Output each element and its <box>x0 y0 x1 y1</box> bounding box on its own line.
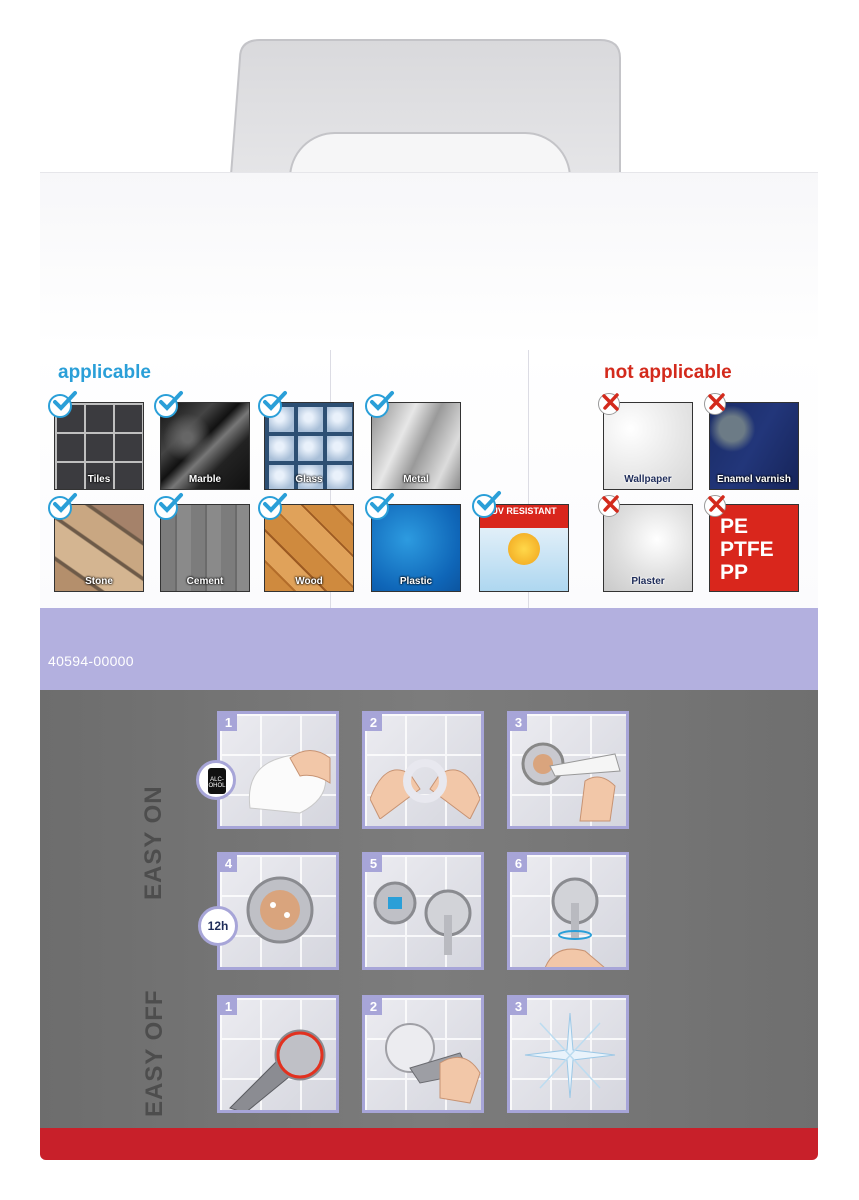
check-icon <box>365 391 394 418</box>
surface-tile-glass: Glass <box>264 402 354 490</box>
hands-peel-icon <box>370 759 480 819</box>
check-icon <box>472 491 501 518</box>
step-number: 3 <box>510 998 527 1015</box>
surface-tile-metal: Metal <box>371 402 461 490</box>
applicable-heading: applicable <box>58 362 151 383</box>
surface-label: Stone <box>85 576 113 587</box>
panel-seam <box>330 350 331 632</box>
surface-label: Tiles <box>87 474 111 485</box>
check-icon <box>258 391 287 418</box>
tighten-hook-icon <box>544 877 605 967</box>
surface-tile-plaster: Plaster <box>603 504 693 592</box>
wrench-icon <box>229 1029 326 1110</box>
easy-on-step-5: 5 <box>362 852 484 970</box>
sparkle-clean-icon <box>524 1012 616 1099</box>
pe-ptfe-pp-text: PE PTFE PP <box>720 515 774 584</box>
easy-off-step-2: 2 <box>362 995 484 1113</box>
product-code: 40594-00000 <box>48 653 134 669</box>
step-number: 6 <box>510 855 527 872</box>
step-number: 2 <box>365 998 382 1015</box>
easy-on-step-3: 3 <box>507 711 629 829</box>
uv-resistant-tile: UV RESISTANT <box>479 504 569 592</box>
purple-band <box>40 608 818 690</box>
uv-resistant-badge: UV RESISTANT <box>480 505 568 528</box>
cross-icon <box>598 393 620 415</box>
easy-on-label: EASY ON <box>140 785 167 900</box>
check-icon <box>258 493 287 520</box>
surface-label: Wallpaper <box>624 474 672 485</box>
check-icon <box>154 493 183 520</box>
glue-tube-icon <box>521 742 621 822</box>
step-number: 2 <box>365 714 382 731</box>
scraper-icon <box>385 1023 481 1104</box>
alcohol-bottle-icon: ALC-OHOL <box>208 768 226 794</box>
surface-tile-marble: Marble <box>160 402 250 490</box>
alcohol-bottle-badge: ALC-OHOL <box>196 760 236 800</box>
check-icon <box>48 391 77 418</box>
surface-label: Metal <box>403 474 429 485</box>
easy-off-step-3: 3 <box>507 995 629 1113</box>
surface-tile-wallpaper: Wallpaper <box>603 402 693 490</box>
surface-tile-plastic: Plastic <box>371 504 461 592</box>
surface-label: Plastic <box>399 576 433 587</box>
step-number: 1 <box>220 998 237 1015</box>
sun-icon <box>508 533 540 565</box>
step-number: 3 <box>510 714 527 731</box>
surface-label: Cement <box>186 576 224 587</box>
cross-icon <box>704 393 726 415</box>
alcohol-label: ALC-OHOL <box>208 777 226 789</box>
easy-off-label: EASY OFF <box>141 989 168 1117</box>
mounted-disc-icon <box>246 876 314 944</box>
surface-tile-enamel-varnish: Enamel varnish <box>709 402 799 490</box>
surface-label: Wood <box>295 576 323 587</box>
not-applicable-heading: not applicable <box>604 362 732 383</box>
easy-on-step-2: 2 <box>362 711 484 829</box>
surface-label: Enamel varnish <box>717 474 791 485</box>
bottom-red-band <box>40 1128 818 1160</box>
panel-seam <box>528 350 529 632</box>
step-number: 4 <box>220 855 237 872</box>
easy-on-step-6: 6 <box>507 852 629 970</box>
check-icon <box>154 391 183 418</box>
step-number: 5 <box>365 855 382 872</box>
surface-tile-stone: Stone <box>54 504 144 592</box>
pp-line: PP <box>720 561 749 584</box>
check-icon <box>48 493 77 520</box>
surface-tile-wood: Wood <box>264 504 354 592</box>
easy-on-step-4: 4 <box>217 852 339 970</box>
pe-line: PE <box>720 515 749 538</box>
surface-tile-tiles: Tiles <box>54 402 144 490</box>
cross-icon <box>704 495 726 517</box>
check-icon <box>365 493 394 520</box>
easy-on-step-1: 1 <box>217 711 339 829</box>
cross-icon <box>598 495 620 517</box>
surface-tile-pe-ptfe-pp: PE PTFE PP <box>709 504 799 592</box>
step-number: 1 <box>220 714 237 731</box>
attach-hook-icon <box>373 881 472 955</box>
cure-time-badge: 12h <box>198 906 238 946</box>
surface-label: Plaster <box>631 576 665 587</box>
ptfe-line: PTFE <box>720 538 774 561</box>
surface-label: Glass <box>295 474 323 485</box>
surface-tile-cement: Cement <box>160 504 250 592</box>
wipe-cloth-icon <box>248 750 331 814</box>
surface-label: Marble <box>188 474 222 485</box>
easy-off-step-1: 1 <box>217 995 339 1113</box>
